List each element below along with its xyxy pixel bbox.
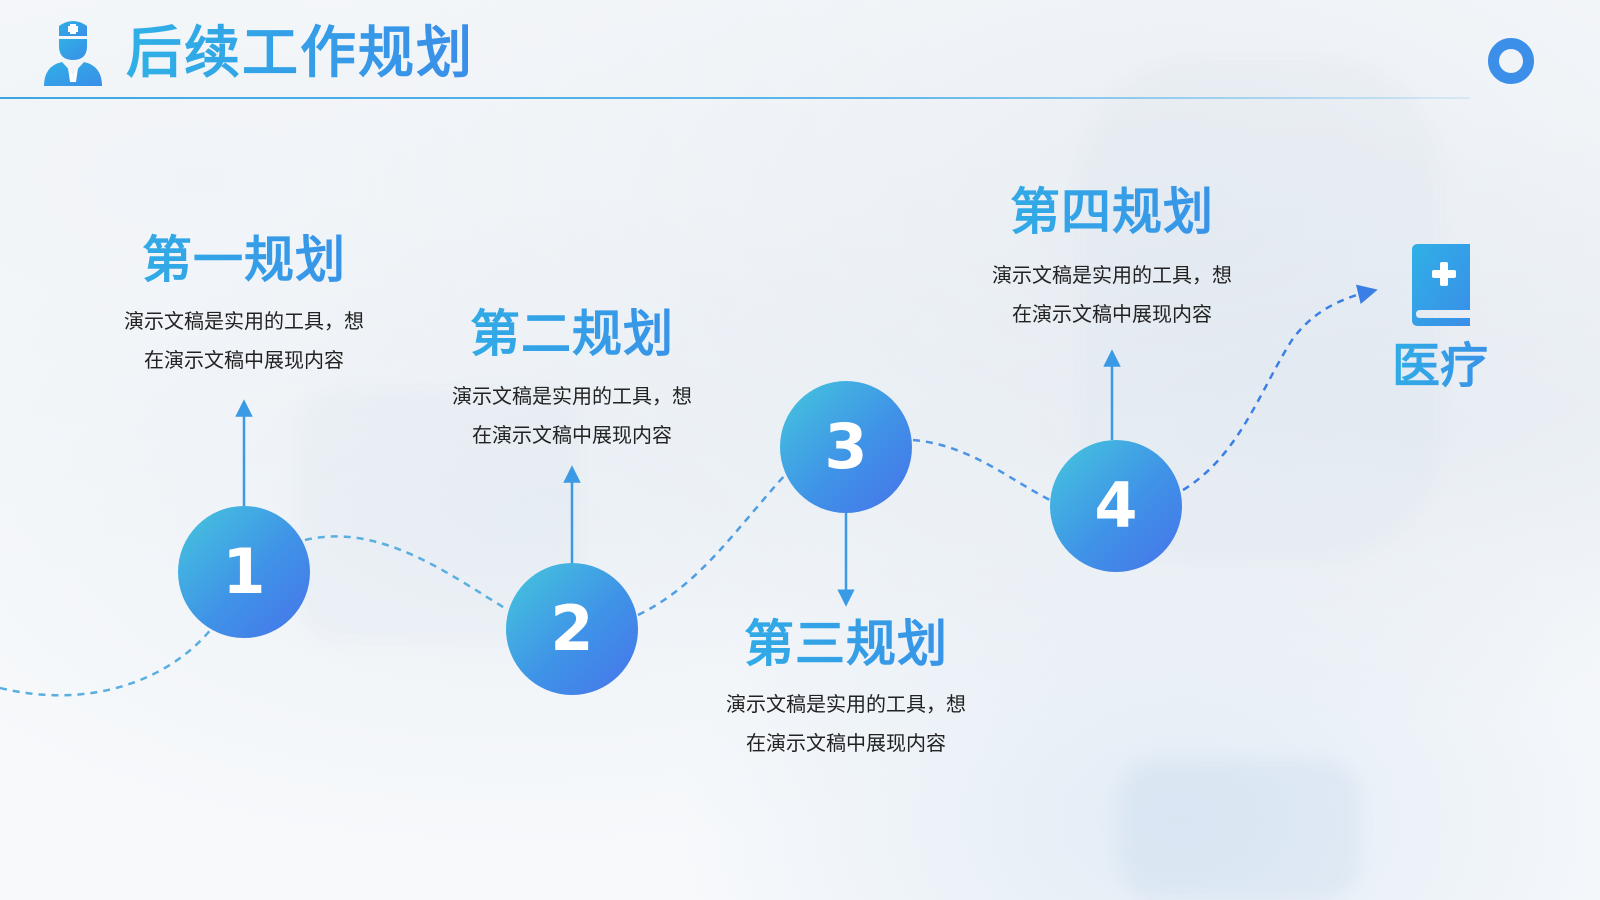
step-3-desc-line: 在演示文稿中展现内容 bbox=[746, 731, 946, 755]
ring-icon bbox=[1488, 38, 1534, 84]
step-4-title: 第四规划 bbox=[962, 182, 1262, 242]
step-1-number: 1 bbox=[178, 506, 310, 638]
background-blur-shape bbox=[1120, 760, 1360, 900]
step-1-desc-line: 演示文稿是实用的工具，想 bbox=[124, 309, 364, 333]
timeline-dashed-path bbox=[637, 474, 786, 617]
step-1-title: 第一规划 bbox=[94, 230, 394, 290]
timeline-dashed-path bbox=[912, 438, 1051, 502]
step-2-desc-line: 在演示文稿中展现内容 bbox=[472, 423, 672, 447]
step-2-number: 2 bbox=[506, 563, 638, 695]
page-title: 后续工作规划 bbox=[126, 18, 474, 90]
nurse-icon bbox=[44, 21, 102, 86]
timeline-dashed-path bbox=[304, 535, 509, 612]
step-4-number: 4 bbox=[1050, 440, 1182, 572]
step-3-desc-line: 演示文稿是实用的工具，想 bbox=[726, 692, 966, 716]
step-1-description: 演示文稿是实用的工具，想 在演示文稿中展现内容 bbox=[84, 302, 404, 380]
step-2-description: 演示文稿是实用的工具，想 在演示文稿中展现内容 bbox=[412, 377, 732, 455]
step-1-desc-line: 在演示文稿中展现内容 bbox=[144, 348, 344, 372]
step-4-description: 演示文稿是实用的工具，想 在演示文稿中展现内容 bbox=[952, 256, 1272, 334]
step-3-number: 3 bbox=[780, 381, 912, 513]
step-2-title: 第二规划 bbox=[422, 304, 722, 364]
medical-book-icon bbox=[1412, 244, 1470, 326]
step-3-description: 演示文稿是实用的工具，想 在演示文稿中展现内容 bbox=[686, 685, 1006, 763]
timeline-dashed-path bbox=[1182, 284, 1378, 492]
step-2-desc-line: 演示文稿是实用的工具，想 bbox=[452, 384, 692, 408]
step-4-desc-line: 在演示文稿中展现内容 bbox=[1012, 302, 1212, 326]
timeline-dashed-path bbox=[0, 627, 213, 697]
header-divider bbox=[0, 97, 1470, 99]
step-4-desc-line: 演示文稿是实用的工具，想 bbox=[992, 263, 1232, 287]
end-label: 医疗 bbox=[1380, 336, 1500, 396]
step-3-title: 第三规划 bbox=[696, 614, 996, 674]
